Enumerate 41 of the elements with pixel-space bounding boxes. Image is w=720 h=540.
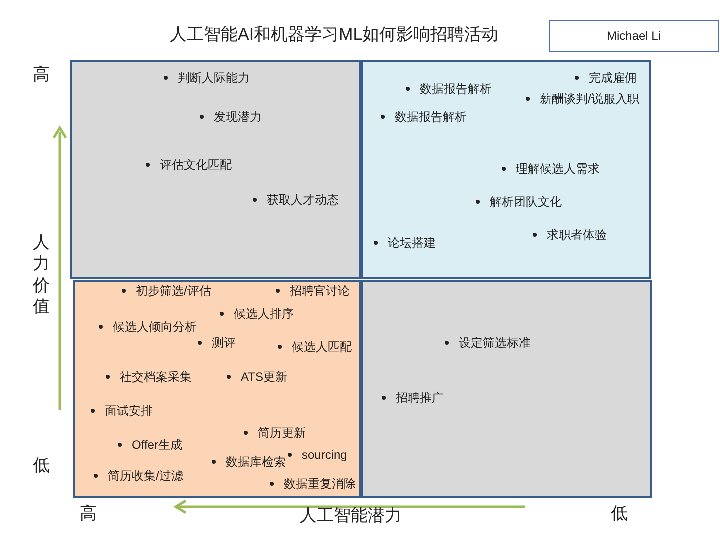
list-item: 数据重复消除 — [284, 476, 356, 492]
list-item: 候选人排序 — [234, 306, 294, 322]
list-item: 测评 — [212, 335, 236, 351]
axis-label: 高 — [33, 64, 50, 86]
list-item: ATS更新 — [241, 369, 288, 385]
list-item: 招聘官讨论 — [290, 283, 350, 299]
list-item: 候选人倾向分析 — [113, 319, 197, 335]
axis-label: 低 — [33, 455, 50, 477]
quadrant-box — [70, 60, 361, 279]
list-item: 理解候选人需求 — [516, 161, 600, 177]
list-item: 评估文化匹配 — [160, 157, 232, 173]
quadrant-box — [361, 60, 651, 279]
list-item: 数据报告解析 — [420, 81, 492, 97]
axis-label: 高 — [80, 503, 97, 525]
list-item: 候选人匹配 — [292, 339, 352, 355]
author-box: Michael Li — [549, 20, 719, 52]
diagram-title: 人工智能AI和机器学习ML如何影响招聘活动 — [170, 24, 499, 46]
list-item: 简历收集/过滤 — [108, 468, 184, 484]
list-item: 解析团队文化 — [490, 194, 562, 210]
list-item: 面试安排 — [105, 403, 153, 419]
list-item: 论坛搭建 — [388, 235, 436, 251]
list-item: 社交档案采集 — [120, 369, 192, 385]
list-item: 设定筛选标准 — [459, 335, 531, 351]
list-item: 发现潜力 — [214, 109, 262, 125]
list-item: 简历更新 — [258, 425, 306, 441]
list-item: 薪酬谈判/说服入职 — [540, 91, 640, 107]
list-item: 求职者体验 — [547, 227, 607, 243]
axis-label: 低 — [611, 503, 628, 525]
list-item: 初步筛选/评估 — [136, 283, 212, 299]
quadrant-box — [361, 280, 652, 498]
list-item: Offer生成 — [132, 437, 182, 453]
list-item: sourcing — [302, 447, 348, 463]
list-item: 数据报告解析 — [395, 109, 467, 125]
list-item: 招聘推广 — [396, 390, 444, 406]
axis-label: 人工智能潜力 — [300, 505, 402, 527]
list-item: 判断人际能力 — [178, 70, 250, 86]
list-item: 数据库检索 — [226, 454, 286, 470]
list-item: 完成雇佣 — [589, 70, 637, 86]
axis-label: 人力价值 — [33, 232, 50, 317]
list-item: 获取人才动态 — [267, 192, 339, 208]
quadrant-box — [73, 280, 361, 498]
